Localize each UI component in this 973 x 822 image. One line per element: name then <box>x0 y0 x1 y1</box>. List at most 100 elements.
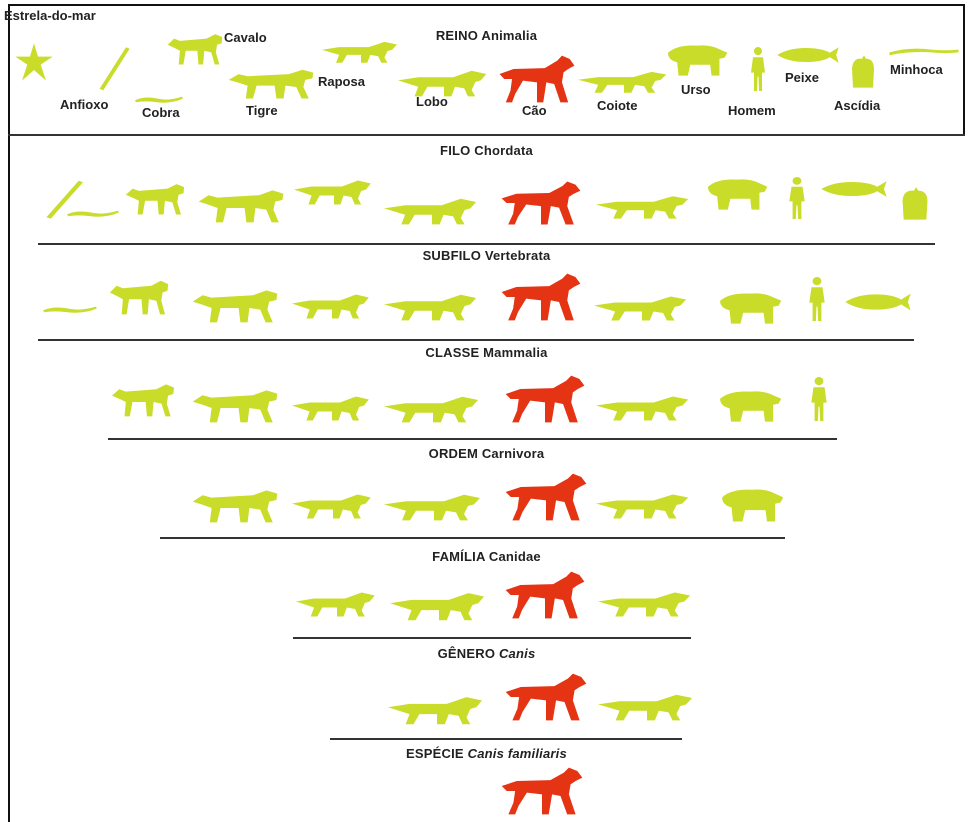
sea-squirt-icon <box>898 186 932 222</box>
fox-icon <box>294 176 374 206</box>
rank-label: CLASSE <box>425 345 479 360</box>
taxon-label: Mammalia <box>483 345 547 360</box>
coyote-icon <box>578 68 670 94</box>
taxon-label: Vertebrata <box>485 248 551 263</box>
divider-genero <box>330 738 682 740</box>
divider-classe <box>108 438 837 440</box>
rank-label: ESPÉCIE <box>406 746 464 761</box>
wolf-icon <box>390 588 488 622</box>
level-title-subfilo: SUBFILO Vertebrata <box>0 248 973 263</box>
divider-filo <box>38 243 935 245</box>
lancelet-icon <box>96 44 132 92</box>
starfish-icon <box>14 42 54 82</box>
divider-subfilo <box>38 339 914 341</box>
human-icon <box>786 176 808 220</box>
fox-icon <box>322 38 400 64</box>
tiger-icon <box>190 284 280 324</box>
level-title-ordem: ORDEM Carnivora <box>0 446 973 461</box>
taxon-label: Animalia <box>481 28 537 43</box>
bear-icon <box>716 290 784 326</box>
label-tigre: Tigre <box>246 103 278 118</box>
rank-label: FILO <box>440 143 470 158</box>
label-urso: Urso <box>681 82 711 97</box>
level-title-genero: GÊNERO Canis <box>0 646 973 661</box>
frame-right-border <box>963 4 965 136</box>
fox-icon <box>296 588 378 618</box>
dog-icon <box>504 570 586 620</box>
label-anfioxo: Anfioxo <box>60 97 108 112</box>
tiger-icon <box>190 384 280 424</box>
coyote-icon <box>598 588 694 618</box>
wolf-icon <box>384 290 480 322</box>
fish-icon <box>820 178 888 200</box>
tiger-icon <box>190 484 280 524</box>
level-title-reino: REINO Animalia <box>0 28 973 43</box>
sea-squirt-icon <box>848 54 878 90</box>
snake-icon <box>66 206 120 220</box>
fish-icon <box>776 44 840 66</box>
human-icon <box>748 46 768 92</box>
human-icon <box>808 376 830 422</box>
dog-icon <box>500 766 584 816</box>
wolf-icon <box>398 66 490 98</box>
divider-familia <box>293 637 691 639</box>
label-coiote: Coiote <box>597 98 637 113</box>
fox-icon <box>292 392 372 422</box>
label-minhoca: Minhoca <box>890 62 943 77</box>
rank-label: GÊNERO <box>438 646 496 661</box>
taxon-label: Canis familiaris <box>468 746 567 761</box>
human-icon <box>806 276 828 322</box>
coyote-icon <box>594 292 690 322</box>
dog-icon <box>504 472 588 522</box>
fish-icon <box>844 290 912 314</box>
wolf-icon <box>384 194 480 226</box>
horse-icon <box>108 274 170 316</box>
taxon-label: Canis <box>499 646 535 661</box>
rank-label: REINO <box>436 28 478 43</box>
horse-icon <box>110 378 176 418</box>
level-title-classe: CLASSE Mammalia <box>0 345 973 360</box>
rank-label: FAMÍLIA <box>432 549 485 564</box>
divider-ordem <box>160 537 785 539</box>
level-title-familia: FAMÍLIA Canidae <box>0 549 973 564</box>
kingdom-divider <box>8 134 965 136</box>
tiger-icon <box>196 184 286 224</box>
coyote-icon <box>596 490 692 520</box>
wolf-icon <box>384 490 484 522</box>
dog-icon <box>504 672 588 722</box>
label-peixe: Peixe <box>785 70 819 85</box>
wolf-icon <box>384 392 482 424</box>
snake-icon <box>42 302 98 316</box>
rank-label: ORDEM <box>429 446 478 461</box>
label-estrela: Estrela-do-mar <box>4 8 96 23</box>
fox-icon <box>292 290 372 320</box>
coyote-icon <box>596 192 692 220</box>
taxon-label: Carnivora <box>482 446 545 461</box>
frame-left-border <box>8 4 10 822</box>
coyote-icon <box>596 392 692 422</box>
label-ascidia: Ascídia <box>834 98 880 113</box>
dog-icon <box>500 272 582 322</box>
taxon-label: Canidae <box>489 549 541 564</box>
label-cobra: Cobra <box>142 105 180 120</box>
label-homem: Homem <box>728 103 776 118</box>
taxon-label: Chordata <box>474 143 533 158</box>
fox-icon <box>292 490 374 520</box>
level-title-especie: ESPÉCIE Canis familiaris <box>0 746 973 761</box>
label-cavalo: Cavalo <box>224 30 267 45</box>
frame-top-border <box>8 4 965 6</box>
bear-icon <box>716 388 784 424</box>
label-cao: Cão <box>522 103 547 118</box>
horse-icon <box>124 178 186 216</box>
dog-icon <box>504 374 586 424</box>
wolf-icon <box>388 692 486 726</box>
horse-icon <box>166 28 224 66</box>
bear-icon <box>704 176 770 212</box>
snake-icon <box>134 92 184 106</box>
level-title-filo: FILO Chordata <box>0 143 973 158</box>
tiger-icon <box>226 64 316 100</box>
worm-icon <box>888 44 960 58</box>
bear-icon <box>718 486 786 524</box>
rank-label: SUBFILO <box>423 248 481 263</box>
